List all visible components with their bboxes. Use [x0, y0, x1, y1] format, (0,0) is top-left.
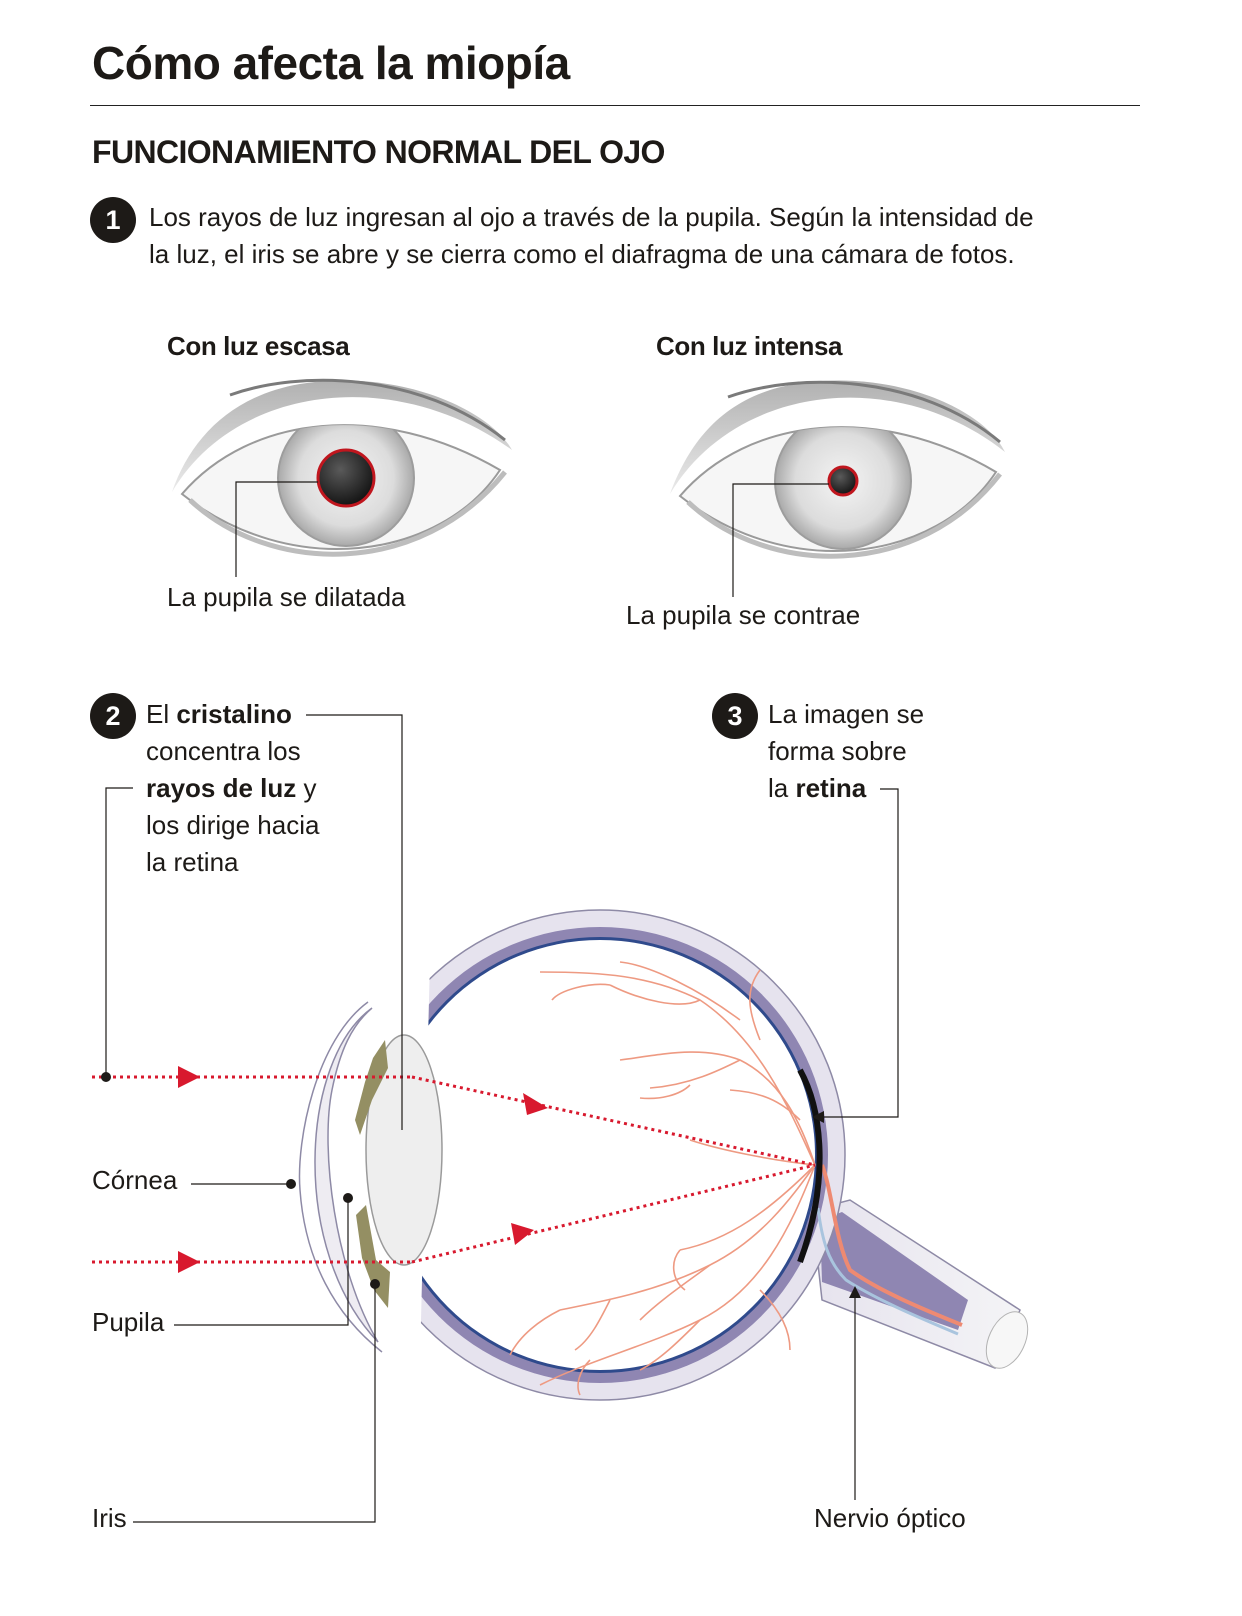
- section-title: FUNCIONAMIENTO NORMAL DEL OJO: [92, 134, 665, 170]
- step-2-line-2: concentra los: [146, 736, 301, 766]
- cornea-dot: [286, 1179, 296, 1189]
- label-nervio-optico: Nervio óptico: [814, 1503, 966, 1533]
- step-2-line-3-post: y: [296, 773, 317, 803]
- eye-contracted-illustration: [670, 380, 1005, 597]
- step-1-line-1: Los rayos de luz ingresan al ojo a travé…: [149, 202, 1034, 232]
- step-2-line-4: los dirige hacia: [146, 810, 320, 840]
- pupil-dot: [343, 1193, 353, 1203]
- light-rays: [92, 1066, 816, 1273]
- pupil-contracted: [827, 465, 859, 497]
- step-3-badge: 3: [712, 693, 758, 739]
- ray-arrow: [523, 1093, 548, 1115]
- ray-arrow: [178, 1066, 200, 1088]
- step-3-text: La imagen se forma sobre la retina: [768, 696, 924, 807]
- eye-left-caption: La pupila se dilatada: [167, 582, 406, 612]
- lens-cristalino: [365, 1034, 443, 1266]
- eye-dilated-illustration: [172, 378, 512, 577]
- nerve-pointer-arrow: [849, 1286, 861, 1298]
- page-title: Cómo afecta la miopía: [92, 37, 570, 89]
- iris-dot: [370, 1279, 380, 1289]
- step-2-badge: 2: [90, 693, 136, 739]
- step-2-rayos: rayos de luz: [146, 773, 297, 803]
- eyeball-cross-section: [298, 909, 1029, 1401]
- retina-pointer-arrow: [812, 1111, 824, 1123]
- label-pupila: Pupila: [92, 1307, 165, 1337]
- step-3-line-2: forma sobre: [768, 736, 907, 766]
- step-1-badge: 1: [90, 197, 136, 243]
- step-2-cristalino: cristalino: [176, 699, 292, 729]
- title-divider: [90, 105, 1140, 106]
- step-3-retina: retina: [795, 773, 867, 803]
- step-2-line-1-pre: El: [146, 699, 177, 729]
- step-2-line-5: la retina: [146, 847, 239, 877]
- ray-arrow: [178, 1251, 200, 1273]
- pupil-dilated: [316, 448, 376, 508]
- ray-leader-dot: [101, 1072, 111, 1082]
- eye-right-caption: La pupila se contrae: [626, 600, 861, 630]
- ray-arrow: [511, 1223, 534, 1245]
- label-iris: Iris: [92, 1503, 127, 1533]
- step-1-text: Los rayos de luz ingresan al ojo a travé…: [149, 199, 1034, 273]
- step-3-line-3-pre: la: [768, 773, 796, 803]
- eye-right-title: Con luz intensa: [656, 331, 843, 361]
- label-cornea: Córnea: [92, 1165, 178, 1195]
- retinal-vessels: [509, 961, 816, 1396]
- step-1-line-2: la luz, el iris se abre y se cierra como…: [149, 239, 1015, 269]
- eye-left-title: Con luz escasa: [167, 331, 350, 361]
- step-2-text: El cristalino concentra los rayos de luz…: [146, 696, 319, 881]
- step-3-line-1: La imagen se: [768, 699, 925, 729]
- leader-lines: [105, 714, 899, 1523]
- retina-image-mark: [797, 1068, 823, 1264]
